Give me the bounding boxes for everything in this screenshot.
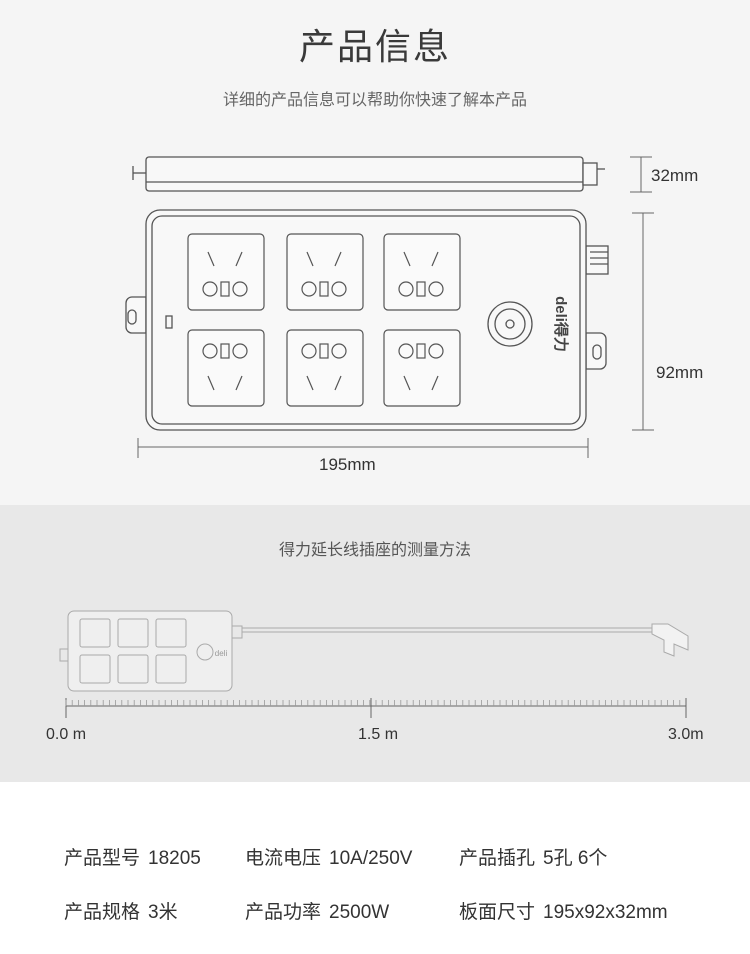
spec-dimensions: 板面尺寸 195x92x32mm (459, 897, 668, 924)
scale-label-mid: 1.5 m (358, 726, 399, 743)
spec-sockets: 产品插孔 5孔 6个 (459, 843, 607, 870)
spec-value: 195x92x32mm (543, 902, 668, 923)
ruler-ticks (65, 700, 681, 706)
spec-value: 2500W (329, 902, 390, 923)
spec-power: 产品功率 2500W (245, 897, 389, 924)
width-dimension-line (632, 212, 654, 431)
spec-value: 18205 (148, 848, 201, 869)
spec-length: 产品规格 3米 (64, 897, 178, 924)
spec-label: 产品插孔 (459, 847, 536, 869)
scale-label-start: 0.0 m (46, 726, 87, 743)
spec-voltage: 电流电压 10A/250V (245, 843, 412, 870)
width-dimension-label: 92mm (656, 363, 704, 382)
spec-value: 3米 (148, 902, 178, 923)
side-view-drawing (132, 156, 605, 192)
length-dimension-line (137, 438, 589, 458)
height-dimension-label: 32mm (651, 166, 699, 185)
thumbnail-brand: deli (215, 649, 228, 658)
spec-model: 产品型号 18205 (64, 843, 201, 870)
spec-label: 电流电压 (245, 847, 322, 869)
brand-logo: deli得力 (552, 296, 570, 352)
spec-value: 10A/250V (329, 848, 413, 869)
length-dimension-label: 195mm (319, 455, 376, 474)
socket-outlets (187, 233, 461, 407)
scale-label-end: 3.0m (668, 726, 704, 743)
spec-label: 板面尺寸 (459, 901, 536, 923)
page-subtitle: 详细的产品信息可以帮助你快速了解本产品 (222, 90, 527, 109)
spec-label: 产品规格 (64, 901, 141, 923)
power-strip-thumbnail (59, 610, 689, 692)
height-dimension-line (630, 156, 652, 193)
spec-value: 5孔 6个 (543, 848, 608, 869)
page-title: 产品信息 (298, 27, 451, 68)
spec-label: 产品型号 (64, 847, 141, 869)
measurement-title: 得力延长线插座的测量方法 (278, 540, 471, 559)
spec-label: 产品功率 (245, 901, 322, 923)
